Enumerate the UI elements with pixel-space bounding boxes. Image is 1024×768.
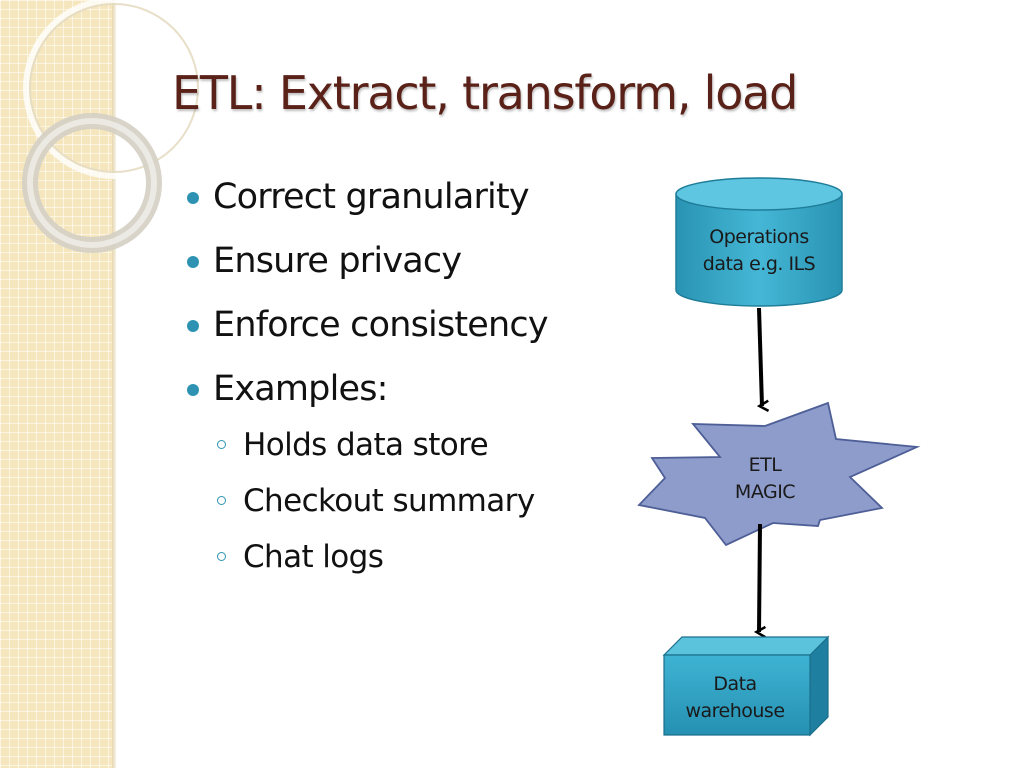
operations-data-label-line2: data e.g. ILS [702, 253, 816, 275]
decorative-rings [22, 0, 200, 253]
bullet-text: Correct granularity [213, 177, 530, 217]
bullet-icon [187, 256, 199, 268]
bullet-icon [187, 192, 199, 204]
operations-data-label: Operations data e.g. ILS [676, 224, 842, 278]
bullet-text: Ensure privacy [213, 241, 462, 281]
sub-bullet-icon [217, 440, 226, 449]
bullet-icon [187, 384, 199, 396]
sub-bullet-item: Checkout summary [214, 477, 594, 533]
data-warehouse-label-line1: Data [713, 673, 757, 695]
etl-magic-starburst [637, 401, 921, 547]
data-warehouse-box [662, 635, 830, 737]
bullet-item: Enforce consistency [184, 300, 604, 364]
data-warehouse-label-line2: warehouse [685, 700, 785, 722]
sub-bullet-text: Chat logs [243, 539, 384, 575]
etl-flow-diagram [637, 177, 921, 737]
side-panel-edge [112, 0, 116, 768]
bullet-item: Examples: [184, 364, 604, 428]
sub-bullet-item: Chat logs [214, 533, 594, 589]
sub-bullet-list: Holds data store Checkout summary Chat l… [214, 421, 594, 589]
etl-magic-label: ETL MAGIC [700, 452, 830, 506]
operations-data-cylinder [675, 177, 843, 307]
arrow-source-to-etl [756, 307, 770, 413]
operations-data-label-line1: Operations [709, 226, 809, 248]
sub-bullet-text: Checkout summary [243, 483, 535, 519]
bullet-list: Correct granularity Ensure privacy Enfor… [184, 172, 604, 428]
sub-bullet-icon [217, 552, 226, 561]
sub-bullet-item: Holds data store [214, 421, 594, 477]
etl-magic-label-line2: MAGIC [734, 481, 796, 503]
bullet-text: Enforce consistency [213, 305, 549, 345]
sub-bullet-icon [217, 496, 226, 505]
etl-magic-label-line1: ETL [748, 454, 782, 476]
bullet-text: Examples: [213, 369, 388, 409]
sub-bullet-text: Holds data store [243, 427, 489, 463]
bullet-icon [187, 320, 199, 332]
bullet-item: Ensure privacy [184, 236, 604, 300]
arrow-etl-to-warehouse [753, 523, 767, 639]
slide-title: ETL: Extract, transform, load [172, 66, 798, 120]
data-warehouse-label: Data warehouse [664, 671, 806, 725]
bullet-item: Correct granularity [184, 172, 604, 236]
